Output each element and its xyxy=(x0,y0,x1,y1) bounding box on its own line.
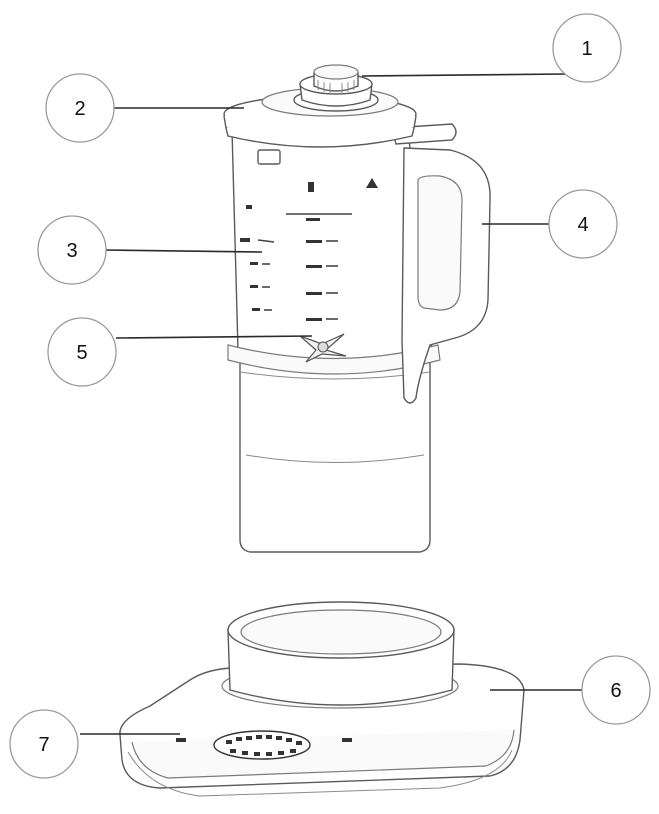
blade-assembly xyxy=(299,333,347,363)
callout-4: 4 xyxy=(548,189,618,259)
callout-3-label: 3 xyxy=(66,240,77,262)
jar-body xyxy=(227,129,441,375)
blender-jar-assembly xyxy=(223,64,491,553)
warning-triangle-icon xyxy=(366,178,378,188)
callout-6: 6 xyxy=(581,655,651,725)
callout-1: 1 xyxy=(552,13,622,83)
callout-7: 7 xyxy=(9,709,79,779)
panel-indicator-right xyxy=(342,738,352,742)
leader-line-3 xyxy=(105,249,263,253)
callout-2: 2 xyxy=(45,73,115,143)
jar-base-sleeve xyxy=(239,359,431,553)
leader-line-1 xyxy=(361,73,567,77)
callout-5-label: 5 xyxy=(76,342,87,364)
measurement-scale-right xyxy=(286,182,352,321)
leader-line-5 xyxy=(115,335,313,339)
callout-5: 5 xyxy=(47,317,117,387)
callout-3: 3 xyxy=(37,215,107,285)
jar-handle xyxy=(391,123,491,404)
motor-base xyxy=(119,601,525,797)
callout-7-label: 7 xyxy=(38,734,49,756)
callout-1-label: 1 xyxy=(581,38,592,60)
callout-6-label: 6 xyxy=(610,680,621,702)
callout-4-label: 4 xyxy=(577,214,588,236)
leader-lines xyxy=(80,73,584,735)
measurement-scale-left xyxy=(240,205,275,311)
callout-2-label: 2 xyxy=(74,98,85,120)
panel-indicator-left xyxy=(176,738,186,742)
control-panel[interactable] xyxy=(176,730,352,760)
measuring-cap xyxy=(293,64,379,112)
